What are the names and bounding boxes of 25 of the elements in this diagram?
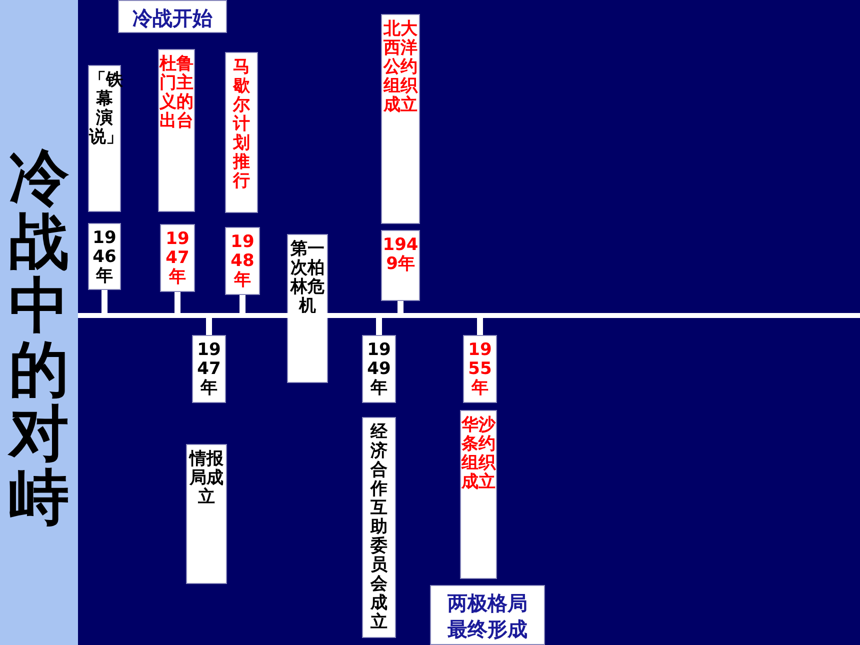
event-label: 马歇尔计划推行 [225,52,258,213]
tick-line [240,295,246,313]
event-label: 1947年 [160,224,195,292]
event-label: 杜鲁门主义的出台 [158,49,195,212]
timeline-axis [78,313,860,318]
tick-line [376,318,382,335]
event-label: 1949年 [381,230,420,301]
event-label: 华沙条约组织成立 [460,410,497,579]
event-label: 情报局成立 [186,444,227,584]
event-label: 1949年 [362,335,396,403]
tick-line [102,290,108,313]
event-label: 第一次柏林危机 [287,234,328,383]
event-label: 1948年 [225,227,260,295]
heading-label: 两极格局最终形成 [430,585,545,645]
event-label: 北大西洋公约组织成立 [381,14,420,224]
tick-line [206,318,212,335]
tick-line [477,318,483,335]
tick-line [174,292,180,313]
tick-line [398,301,404,313]
title: 冷战中的对峙 [6,146,70,530]
event-label: 1947年 [192,335,226,403]
heading-label: 冷战开始 [118,0,227,33]
event-label: 1946年 [88,223,121,290]
event-label: 1955年 [463,335,497,403]
event-label: 经济合作互助委员会成立 [362,417,396,638]
